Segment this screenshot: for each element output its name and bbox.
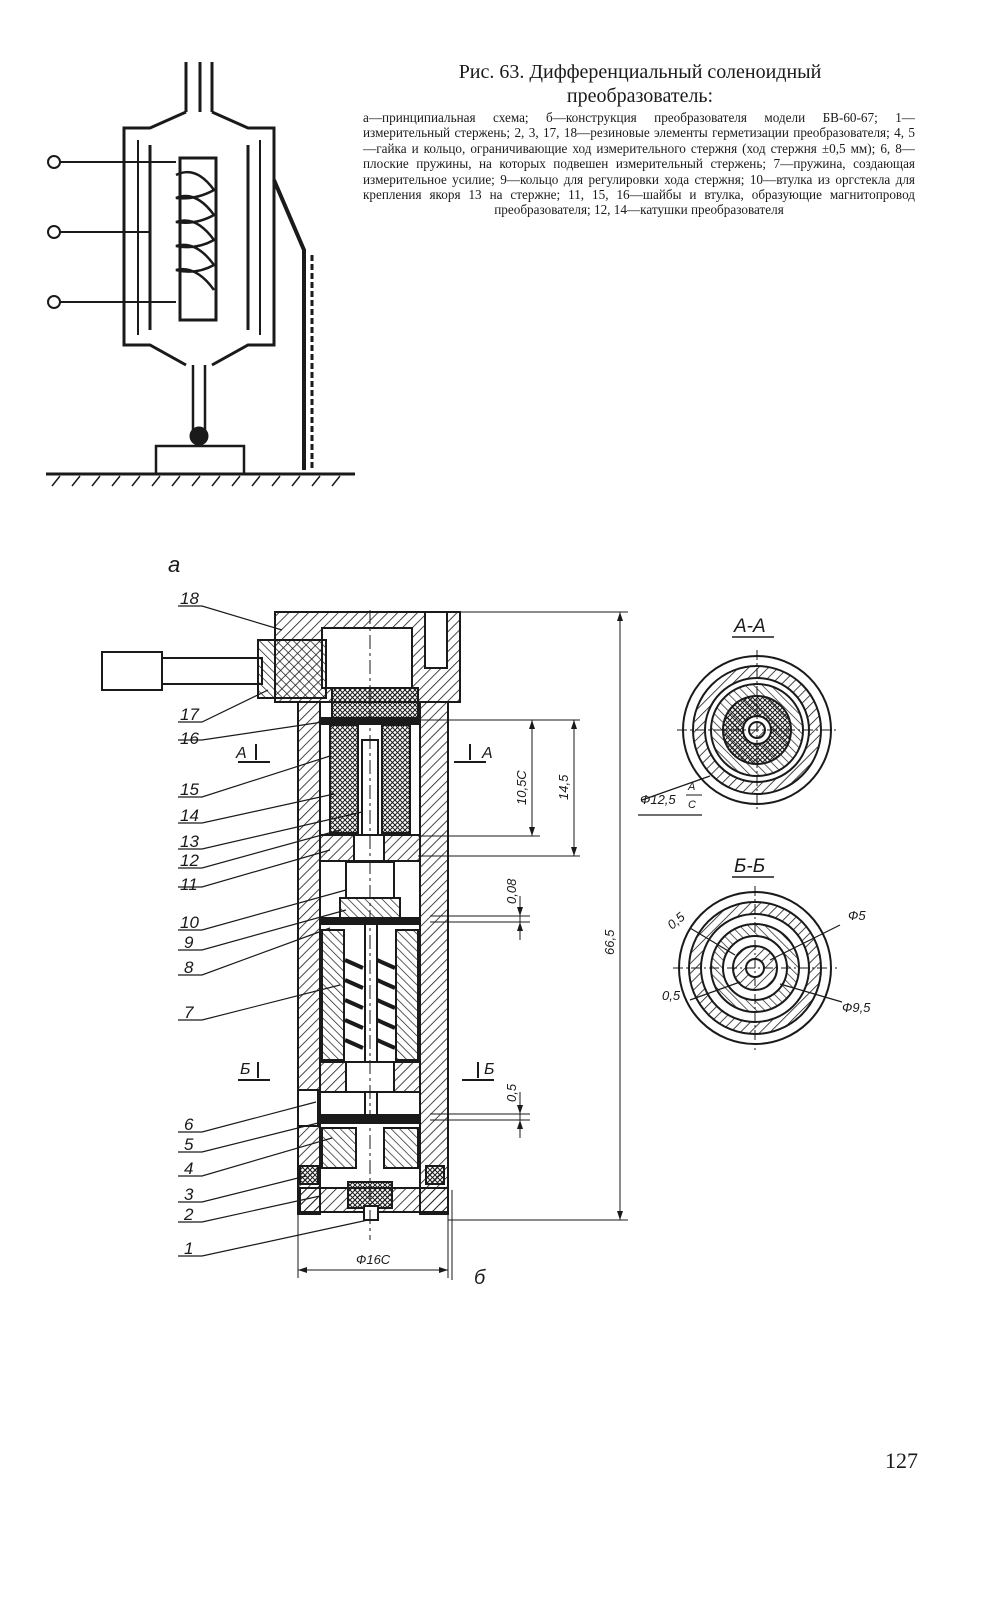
part-7: 7 xyxy=(184,1003,194,1022)
section-mark-a-right: А xyxy=(481,745,493,762)
dim-0-5-top: 0,5 xyxy=(664,909,688,933)
schematic-drawing xyxy=(46,62,355,487)
part-10: 10 xyxy=(180,913,199,932)
dim-12-5-den: С xyxy=(688,799,696,811)
section-mark-a-left: А xyxy=(235,745,247,762)
part-11: 11 xyxy=(180,875,198,894)
dim-5: Ф5 xyxy=(848,908,866,923)
part-16: 16 xyxy=(180,729,199,748)
drawing-body xyxy=(101,611,461,1221)
section-markers xyxy=(238,744,494,1081)
part-14: 14 xyxy=(180,806,199,825)
section-bb-drawing xyxy=(673,886,843,1050)
part-12: 12 xyxy=(180,851,199,870)
dim-12-5-prefix: Ф12,5 xyxy=(640,792,676,807)
dim-66-5: 66,5 xyxy=(602,929,617,955)
label-b: б xyxy=(474,1267,486,1289)
dim-0-5: 0,5 xyxy=(504,1083,519,1102)
part-3: 3 xyxy=(184,1185,194,1204)
part-15: 15 xyxy=(180,780,199,799)
part-6: 6 xyxy=(184,1115,194,1134)
figure-title-line2: преобразователь: xyxy=(566,85,714,107)
part-18: 18 xyxy=(180,589,199,608)
figure-title-line1: Рис. 63. Дифференциальный соленоидный xyxy=(458,61,822,83)
part-4: 4 xyxy=(184,1159,193,1178)
section-bb-title: Б-Б xyxy=(734,856,765,877)
dim-14-5: 14,5 xyxy=(556,774,571,800)
part-2: 2 xyxy=(183,1205,194,1224)
dim-0-5-bottom: 0,5 xyxy=(662,988,681,1003)
figure-title: Рис. 63. Дифференциальный соленоидный пр… xyxy=(395,60,885,108)
part-1: 1 xyxy=(184,1239,193,1258)
part-numbers: 18 17 16 15 14 13 12 11 10 9 8 7 6 5 4 3… xyxy=(180,589,199,1258)
section-aa-title: А-А xyxy=(733,616,766,637)
dim-0-08: 0,08 xyxy=(504,878,519,904)
page-number: 127 xyxy=(885,1448,918,1473)
figure-caption: а—принципиальная схема; б—конструкция пр… xyxy=(363,110,915,218)
part-5: 5 xyxy=(184,1135,194,1154)
part-9: 9 xyxy=(184,933,194,952)
dim-12-5-num: А xyxy=(687,781,695,793)
part-17: 17 xyxy=(180,705,199,724)
dim-9-5: Ф9,5 xyxy=(842,1000,871,1015)
section-mark-b-left: Б xyxy=(240,1061,250,1078)
dim-16c: Ф16С xyxy=(356,1252,391,1267)
dim-10-5c: 10,5С xyxy=(514,770,529,805)
label-a: а xyxy=(168,552,180,577)
section-mark-b-right: Б xyxy=(484,1061,494,1078)
dimension-lines xyxy=(297,611,628,1278)
leader-lines xyxy=(178,605,369,1257)
part-8: 8 xyxy=(184,958,194,977)
part-13: 13 xyxy=(180,832,199,851)
section-aa-drawing xyxy=(638,650,837,816)
